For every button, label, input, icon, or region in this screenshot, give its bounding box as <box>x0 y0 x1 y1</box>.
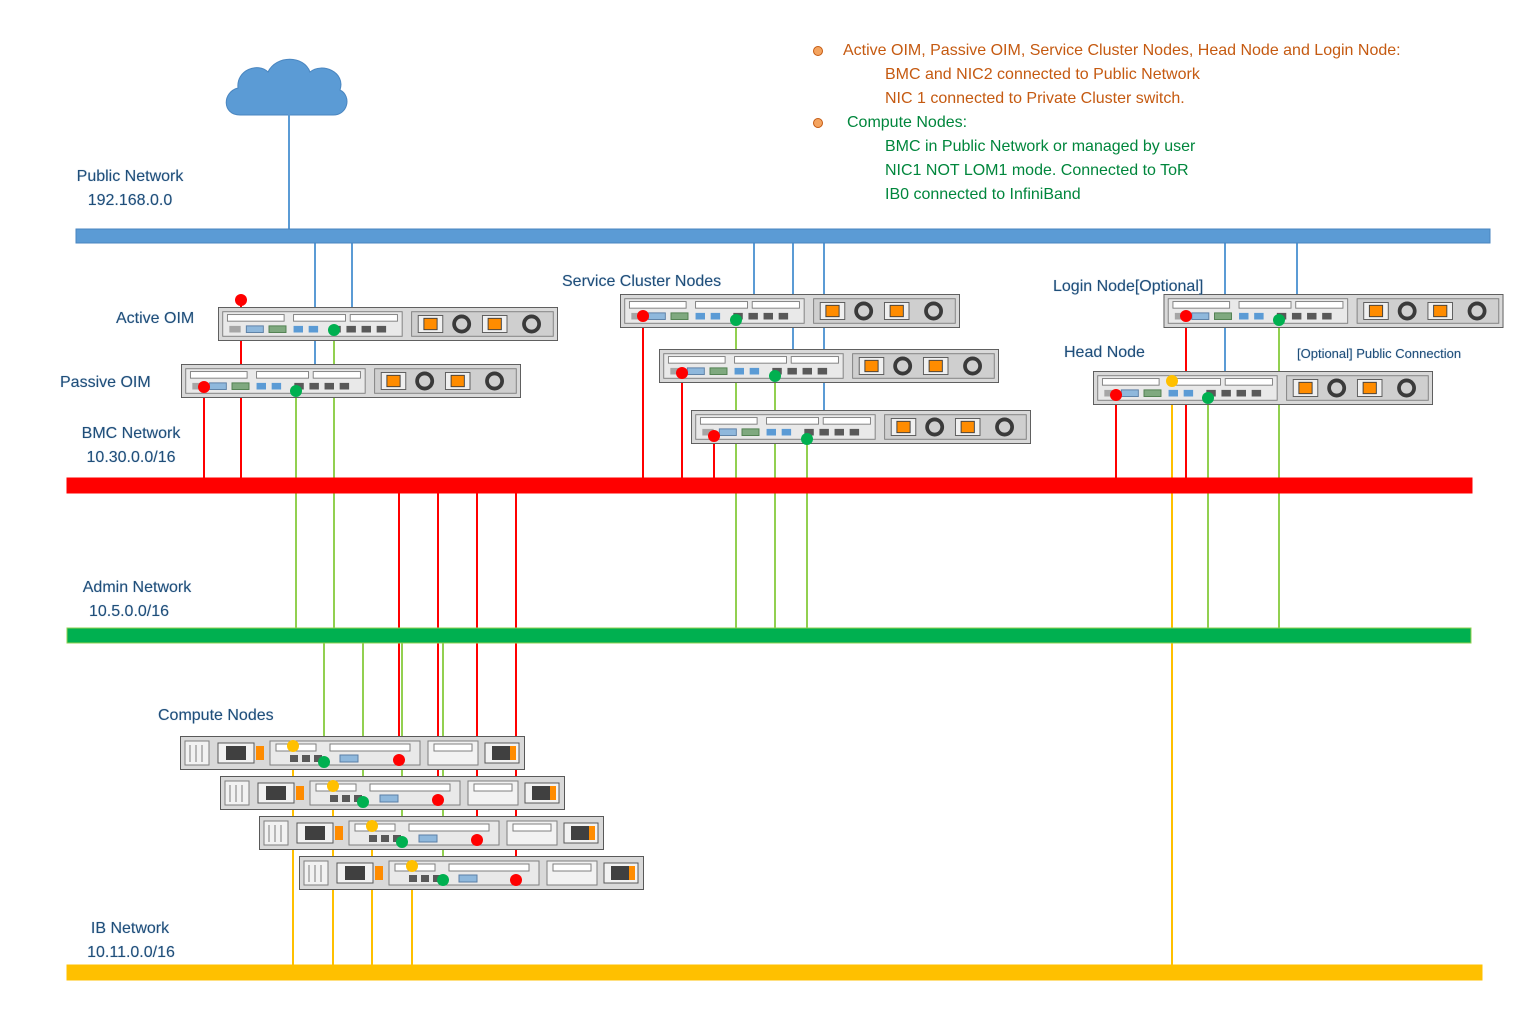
ib-network-name: IB Network <box>90 920 170 937</box>
note-group2-line: IB0 connected to InfiniBand <box>885 186 1081 203</box>
bmc-port-dot <box>1180 310 1192 322</box>
ib-network-bus <box>66 964 1483 981</box>
server-icon <box>1092 371 1434 405</box>
bmc-port-dot <box>510 874 522 886</box>
nic-port-dot <box>730 314 742 326</box>
ib-port-dot <box>287 740 299 752</box>
server-icon <box>220 776 565 810</box>
bmc-port-dot <box>676 367 688 379</box>
server-icon <box>299 856 644 890</box>
server-icon <box>217 307 559 341</box>
nic-port-dot <box>357 796 369 808</box>
note-group2-line: NIC1 NOT LOM1 mode. Connected to ToR <box>885 162 1189 179</box>
head-node-label: Head Node <box>1064 344 1145 361</box>
note-bullet <box>813 46 823 56</box>
active-oim-label: Active OIM <box>116 310 195 327</box>
bmc-network-subnet: 10.30.0.0/16 <box>86 449 176 466</box>
note-group1-title: Active OIM, Passive OIM, Service Cluster… <box>843 42 1401 59</box>
bmc-port-dot <box>708 430 720 442</box>
service-cluster-label: Service Cluster Nodes <box>562 273 722 290</box>
public-network-subnet: 192.168.0.0 <box>87 192 173 209</box>
bmc-port-dot <box>471 834 483 846</box>
nic-port-dot <box>769 370 781 382</box>
note-bullet <box>813 118 823 128</box>
admin-network-bus <box>66 627 1472 644</box>
bmc-port-dot <box>637 310 649 322</box>
ib-network-subnet: 10.11.0.0/16 <box>87 944 175 961</box>
nic-port-dot <box>437 874 449 886</box>
nic-port-dot <box>318 756 330 768</box>
server-icon <box>180 736 525 770</box>
ib-port-dot <box>406 860 418 872</box>
admin-network-subnet: 10.5.0.0/16 <box>88 603 170 620</box>
server-icon <box>259 816 604 850</box>
note-group2-line: BMC in Public Network or managed by user <box>885 138 1196 155</box>
bmc-network-bus <box>66 477 1473 494</box>
passive-oim-label: Passive OIM <box>60 374 151 391</box>
bmc-port-dot <box>1110 389 1122 401</box>
cloud-icon <box>225 58 348 116</box>
login-node-label: Login Node[Optional] <box>1053 278 1204 295</box>
nic-port-dot <box>1273 314 1285 326</box>
ib-port-dot <box>1166 375 1178 387</box>
nic-port-dot <box>290 385 302 397</box>
nic-port-dot <box>801 433 813 445</box>
optional-public-connection-label: [Optional] Public Connection <box>1297 346 1462 361</box>
bmc-port-dot <box>393 754 405 766</box>
note-group1-line: NIC 1 connected to Private Cluster switc… <box>885 90 1185 107</box>
nic-port-dot <box>328 324 340 336</box>
compute-nodes-label: Compute Nodes <box>158 707 274 724</box>
ib-port-dot <box>327 780 339 792</box>
bmc-port-dot <box>198 381 210 393</box>
bmc-port-dot <box>235 294 247 306</box>
nic-port-dot <box>1202 392 1214 404</box>
server-icon <box>690 410 1032 444</box>
ib-port-dot <box>366 820 378 832</box>
note-group2-title: Compute Nodes: <box>847 114 968 131</box>
note-group1-line: BMC and NIC2 connected to Public Network <box>885 66 1200 83</box>
bmc-port-dot <box>432 794 444 806</box>
nic-port-dot <box>396 836 408 848</box>
server-icon <box>619 294 961 328</box>
server-icon <box>180 364 522 398</box>
admin-network-name: Admin Network <box>82 579 192 596</box>
server-icon <box>658 349 1000 383</box>
bmc-network-name: BMC Network <box>81 425 181 442</box>
public-network-name: Public Network <box>76 168 184 185</box>
server-icon <box>1163 294 1504 328</box>
public-network-bus <box>75 228 1491 244</box>
